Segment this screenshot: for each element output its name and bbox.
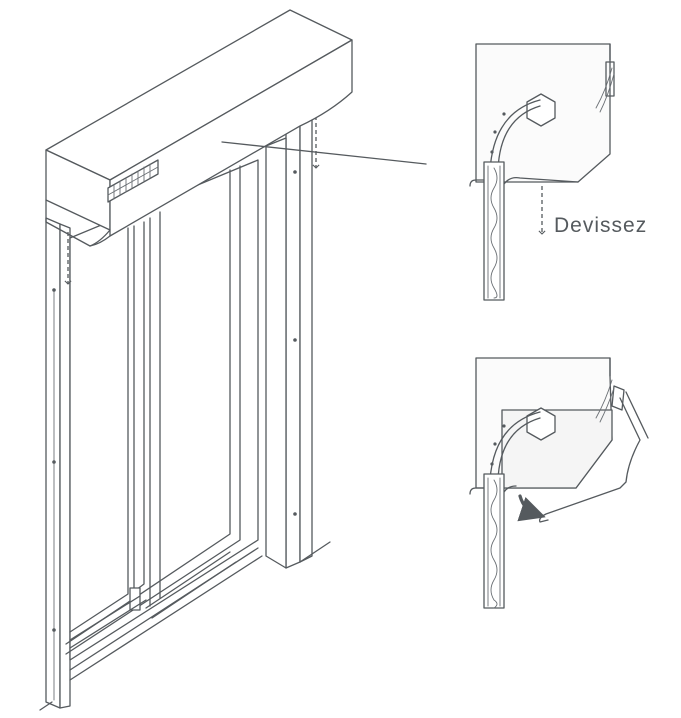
right-jamb-front bbox=[285, 123, 301, 569]
detail-closed-box: Devissez bbox=[469, 43, 647, 301]
right-jamb-edge bbox=[299, 117, 313, 563]
open-arrow-icon bbox=[517, 494, 546, 522]
left-jamb-inner bbox=[59, 223, 71, 709]
right-jamb-side bbox=[265, 137, 287, 569]
shutter-slats bbox=[483, 161, 505, 301]
roller-box-side bbox=[109, 39, 353, 237]
vent-grille bbox=[107, 159, 159, 203]
unscrew-label: Devissez bbox=[554, 214, 647, 237]
shutter-slats-2 bbox=[483, 473, 505, 609]
detail-opened-box bbox=[469, 357, 649, 609]
detail-leader-line bbox=[221, 141, 427, 165]
door-frame-illustration bbox=[39, 9, 427, 711]
roller-box bbox=[45, 9, 353, 247]
